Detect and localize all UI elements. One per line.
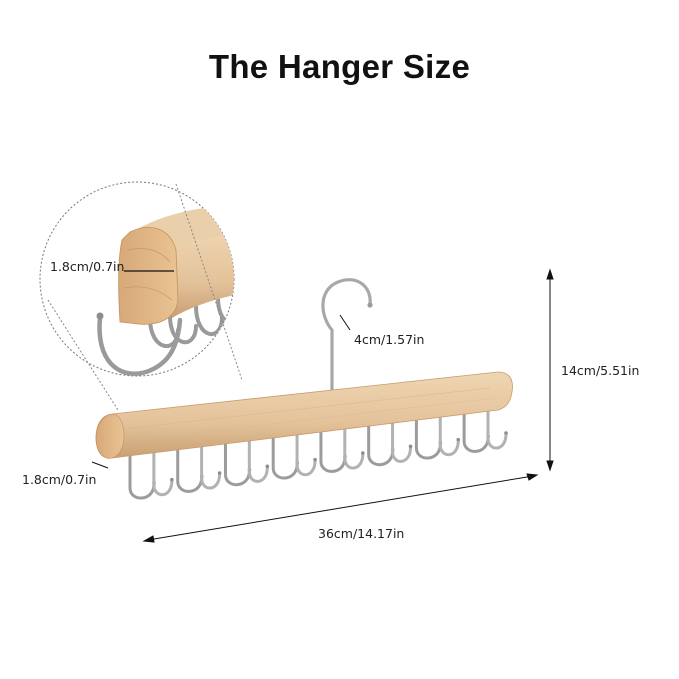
hook <box>295 427 317 477</box>
hook <box>486 404 508 450</box>
hook <box>438 410 460 457</box>
hook <box>200 439 222 490</box>
hook-tip <box>313 457 317 462</box>
hanger-top-hook <box>321 278 372 392</box>
detail-zoom-circle <box>39 181 235 377</box>
hook <box>414 413 442 460</box>
hook-tip <box>265 464 270 469</box>
height-dimension-line <box>546 268 554 472</box>
hanger-wood-bar <box>95 371 513 459</box>
hook-height-dimension-line <box>339 314 351 331</box>
hook-tip <box>361 451 365 455</box>
hook <box>152 445 174 497</box>
hook-tip <box>456 437 461 442</box>
hook <box>247 433 269 483</box>
hook <box>319 425 347 473</box>
hook <box>462 407 490 453</box>
length-dimension-line <box>142 473 539 543</box>
total-height-label: 14cm/5.51in <box>561 363 640 378</box>
hook-row <box>128 404 508 500</box>
hook <box>271 430 299 480</box>
hook <box>367 419 395 467</box>
hook-tip <box>408 444 413 449</box>
hanger <box>95 278 513 500</box>
hook-height-label: 4cm/1.57in <box>354 332 425 347</box>
hook <box>128 448 156 500</box>
detail-connector-line <box>175 183 243 381</box>
length-label: 36cm/14.17in <box>318 526 405 541</box>
detail-connector-line <box>47 299 119 411</box>
hook <box>223 436 251 487</box>
page-title: The Hanger Size <box>208 48 471 85</box>
thickness-label: 1.8cm/0.7in <box>22 472 97 487</box>
hook-tip <box>504 431 508 435</box>
hook-tip <box>170 477 174 482</box>
thickness-dimension-line <box>91 461 109 469</box>
detail-bar-end <box>96 205 234 376</box>
thickness-detail-label: 1.8cm/0.7in <box>50 259 125 274</box>
hook-tip <box>217 471 222 475</box>
hook <box>176 442 204 493</box>
hook <box>391 416 413 463</box>
hook <box>343 422 365 470</box>
